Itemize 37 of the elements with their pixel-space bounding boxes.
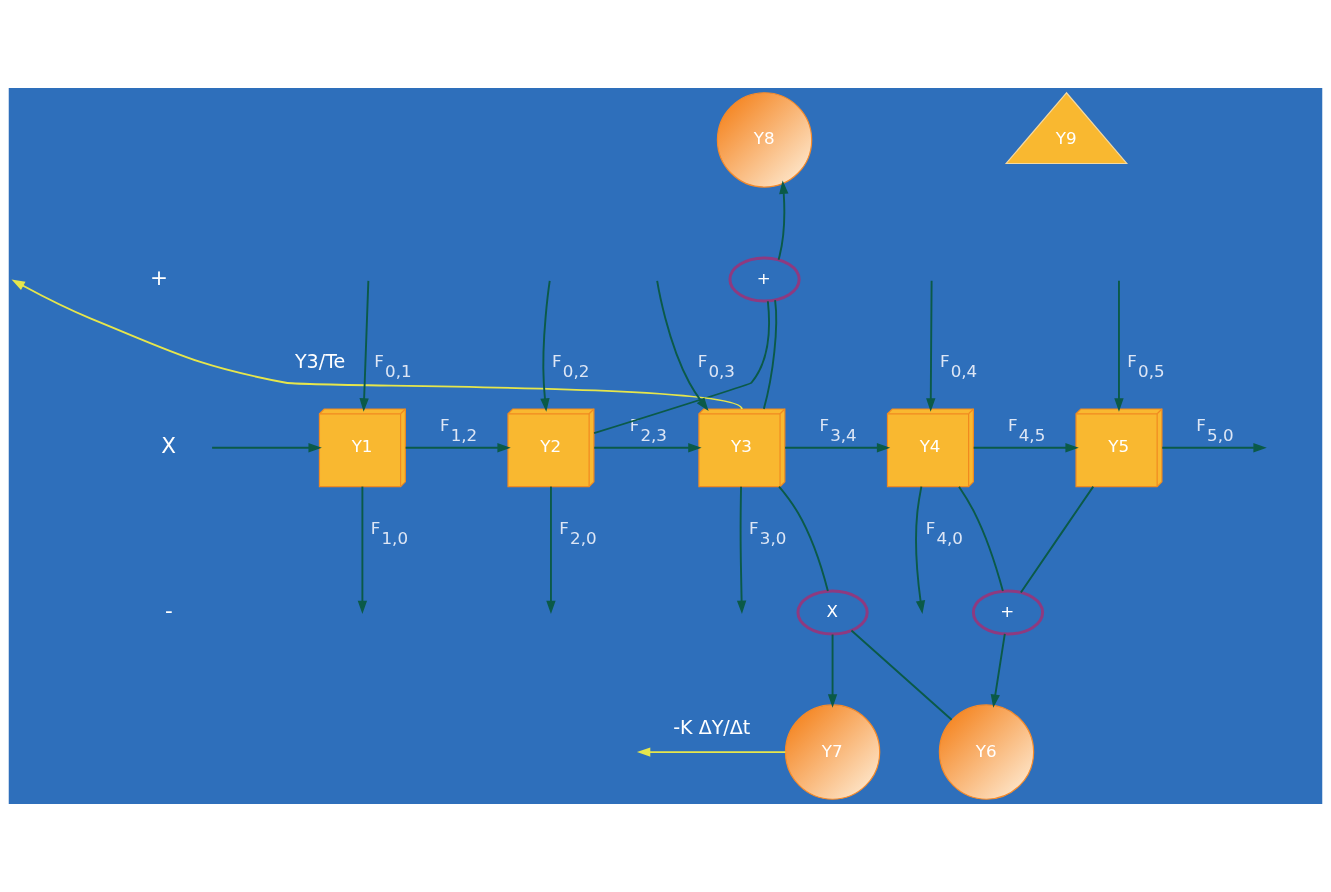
label: +: [149, 264, 168, 290]
arrow: [540, 279, 551, 412]
arrow: [1161, 443, 1267, 453]
arrow: [359, 279, 370, 412]
node-ellipse: +: [971, 589, 1045, 636]
arrow: [1114, 279, 1124, 412]
arrow: [736, 485, 747, 615]
arrow: [211, 443, 322, 453]
arrow: [990, 632, 1006, 708]
arrow: [636, 747, 787, 757]
node-circle: Y8: [716, 92, 813, 188]
arrow: [777, 180, 789, 261]
node-circle: Y6: [938, 704, 1035, 800]
edge-label: Y3/Te: [294, 350, 346, 374]
edge-label: -K ΔY/Δt: [673, 715, 751, 739]
label: -: [164, 597, 173, 623]
arrow: [784, 443, 891, 453]
arrow: [11, 279, 743, 410]
node-circle: Y7: [784, 704, 881, 800]
arrow: [404, 443, 511, 453]
connector: [958, 485, 1004, 592]
arrow: [915, 485, 926, 614]
connector: [1019, 485, 1095, 594]
connector: [778, 485, 829, 592]
connector: [762, 299, 778, 410]
arrow: [972, 443, 1079, 453]
arrow: [546, 485, 556, 615]
arrow: [656, 279, 709, 412]
arrow: [827, 633, 838, 708]
node-ellipse: +: [728, 256, 801, 303]
arrow: [357, 485, 368, 615]
node-ellipse: X: [796, 589, 869, 636]
node-text: X: [161, 433, 177, 459]
connector: [850, 629, 953, 721]
arrow: [593, 443, 702, 453]
connector: [593, 300, 770, 435]
arrow: [926, 279, 936, 412]
